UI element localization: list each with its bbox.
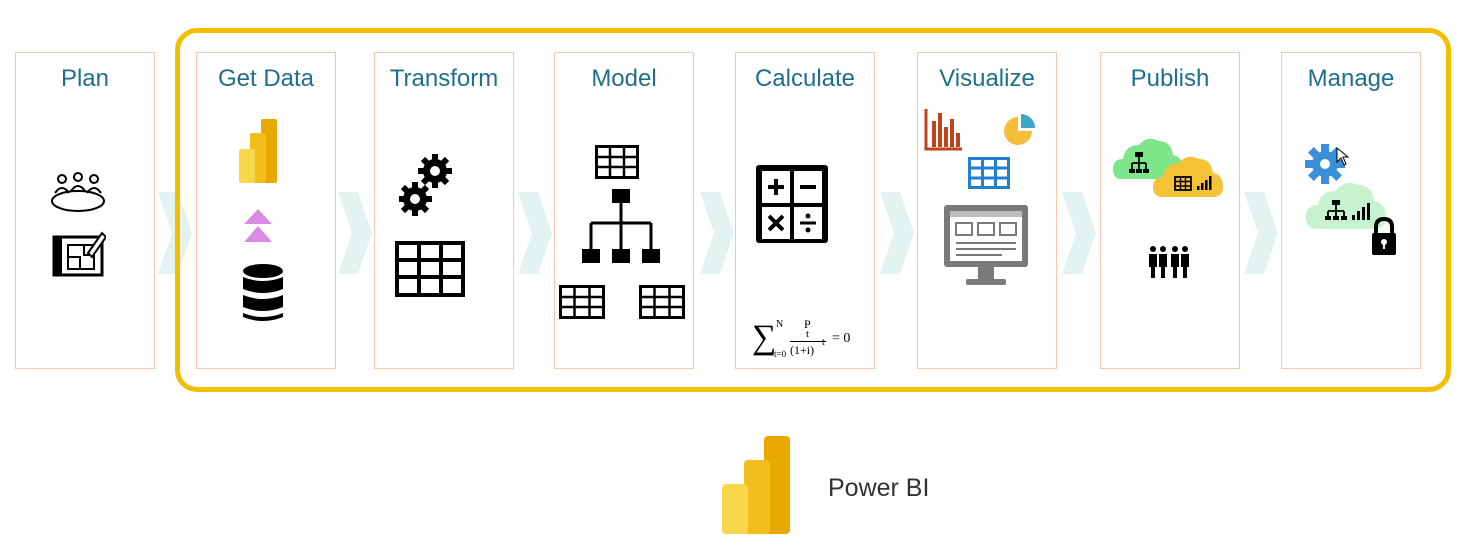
npv-formula: ∑ N t=0 P t (1+i) t = 0 (752, 317, 862, 369)
chevron-arrow (700, 192, 734, 274)
table-icon (395, 241, 465, 297)
cloud-secure-icon (1306, 183, 1396, 255)
numerator-sub: t (806, 328, 810, 340)
step-title: Plan (60, 65, 110, 92)
sum-upper: N (776, 319, 784, 330)
step-title: Calculate (754, 65, 856, 92)
step-transform: Transform (374, 52, 514, 369)
chevron-arrow (1244, 192, 1278, 274)
sum-lower: t=0 (774, 349, 787, 359)
gears-icon (399, 154, 452, 216)
step-title: Manage (1307, 65, 1395, 92)
database-icon (243, 264, 283, 321)
chevron-arrow (1062, 192, 1096, 274)
gear-icon (1305, 144, 1345, 184)
chevron-arrow (880, 192, 914, 274)
table-icon (559, 285, 605, 319)
step-calculate: Calculate ∑ N t=0 P t (1+i) t = 0 (735, 52, 875, 369)
table-icon (968, 157, 1010, 189)
step-publish: Publish (1100, 52, 1240, 369)
denominator-sup: t (822, 337, 825, 348)
power-bi-icon (239, 119, 277, 183)
step-title: Visualize (939, 65, 1035, 92)
step-model: Model (554, 52, 694, 369)
table-icon (639, 285, 685, 319)
cloud-publish-icon (1113, 138, 1223, 197)
step-title: Model (591, 65, 657, 92)
numerator: P (804, 317, 811, 331)
monitor-icon (944, 205, 1028, 285)
calculator-icon (756, 165, 828, 243)
step-manage: Manage (1281, 52, 1421, 369)
brand-name: Power BI (828, 474, 930, 502)
blueprint-icon (52, 231, 106, 277)
people-icon (1149, 246, 1189, 278)
bar-chart-icon (924, 109, 962, 151)
chevron-arrow (518, 192, 552, 274)
sum-symbol: ∑ (752, 319, 777, 356)
step-plan: Plan (15, 52, 155, 369)
meeting-icon (51, 172, 105, 212)
power-bi-logo-icon (722, 436, 790, 534)
upload-arrows-icon (244, 209, 272, 242)
denominator: (1+i) (790, 343, 815, 357)
hierarchy-icon (582, 189, 660, 263)
step-title: Get Data (217, 65, 315, 92)
pie-chart-icon (1004, 114, 1035, 145)
step-get-data: Get Data (196, 52, 336, 369)
cursor-icon (1336, 147, 1350, 166)
fraction-bar (790, 341, 826, 342)
step-title: Publish (1130, 65, 1210, 92)
chevron-arrow (338, 192, 372, 274)
step-visualize: Visualize (917, 52, 1057, 369)
step-title: Transform (389, 65, 499, 92)
formula-result: = 0 (832, 331, 851, 346)
highlight-frame (175, 28, 1451, 392)
table-icon (595, 145, 639, 179)
